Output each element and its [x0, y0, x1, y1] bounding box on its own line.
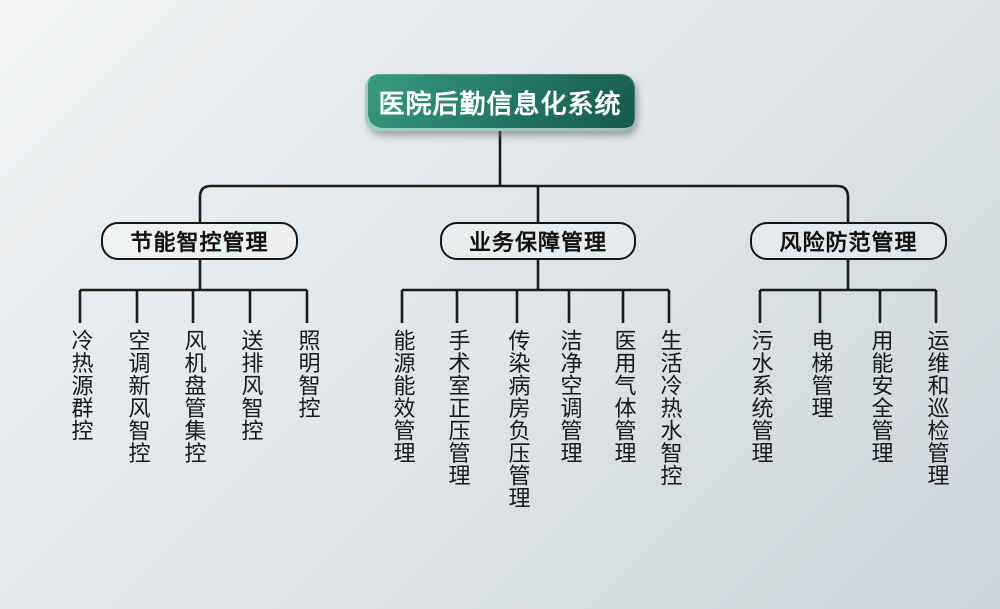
leaf-energy-safety-mgmt: 用能安全管理 — [867, 329, 893, 464]
root-node: 医院后勤信息化系统 — [365, 74, 635, 131]
branch-label: 节能智控管理 — [130, 231, 269, 256]
leaf-medical-gas-mgmt: 医用气体管理 — [610, 329, 636, 464]
branch-node-risk-prevention: 风险防范管理 — [750, 222, 947, 260]
leaf-cold-heat-source-control: 冷热源群控 — [67, 329, 93, 442]
branch-node-service-assurance: 业务保障管理 — [440, 222, 636, 260]
leaf-elevator-mgmt: 电梯管理 — [807, 329, 833, 419]
leaf-operating-room-pressure: 手术室正压管理 — [444, 329, 470, 487]
branch-label: 风险防范管理 — [779, 231, 918, 256]
leaf-sewage-system-mgmt: 污水系统管理 — [747, 329, 773, 464]
branch-node-energy-saving: 节能智控管理 — [101, 222, 298, 260]
leaf-supply-exhaust-control: 送排风智控 — [237, 329, 263, 442]
branch1-connector — [78, 260, 309, 323]
leaf-energy-efficiency-mgmt: 能源能效管理 — [389, 329, 415, 464]
main-rail-line — [198, 184, 850, 222]
leaf-isolation-ward-pressure: 传染病房负压管理 — [504, 329, 530, 509]
leaf-lighting-control: 照明智控 — [294, 329, 320, 419]
root-node-label: 医院后勤信息化系统 — [378, 90, 622, 120]
branch-label: 业务保障管理 — [468, 231, 607, 256]
branch3-connector — [758, 260, 938, 323]
leaf-fan-coil-control: 风机盘管集控 — [180, 329, 206, 464]
leaf-ops-inspection-mgmt: 运维和巡检管理 — [923, 329, 949, 487]
leaf-clean-ac-mgmt: 洁净空调管理 — [556, 329, 582, 464]
leaf-ac-fresh-air-control: 空调新风智控 — [124, 329, 150, 464]
leaf-domestic-hot-water: 生活冷热水智控 — [656, 329, 682, 487]
branch2-connector — [400, 260, 671, 323]
